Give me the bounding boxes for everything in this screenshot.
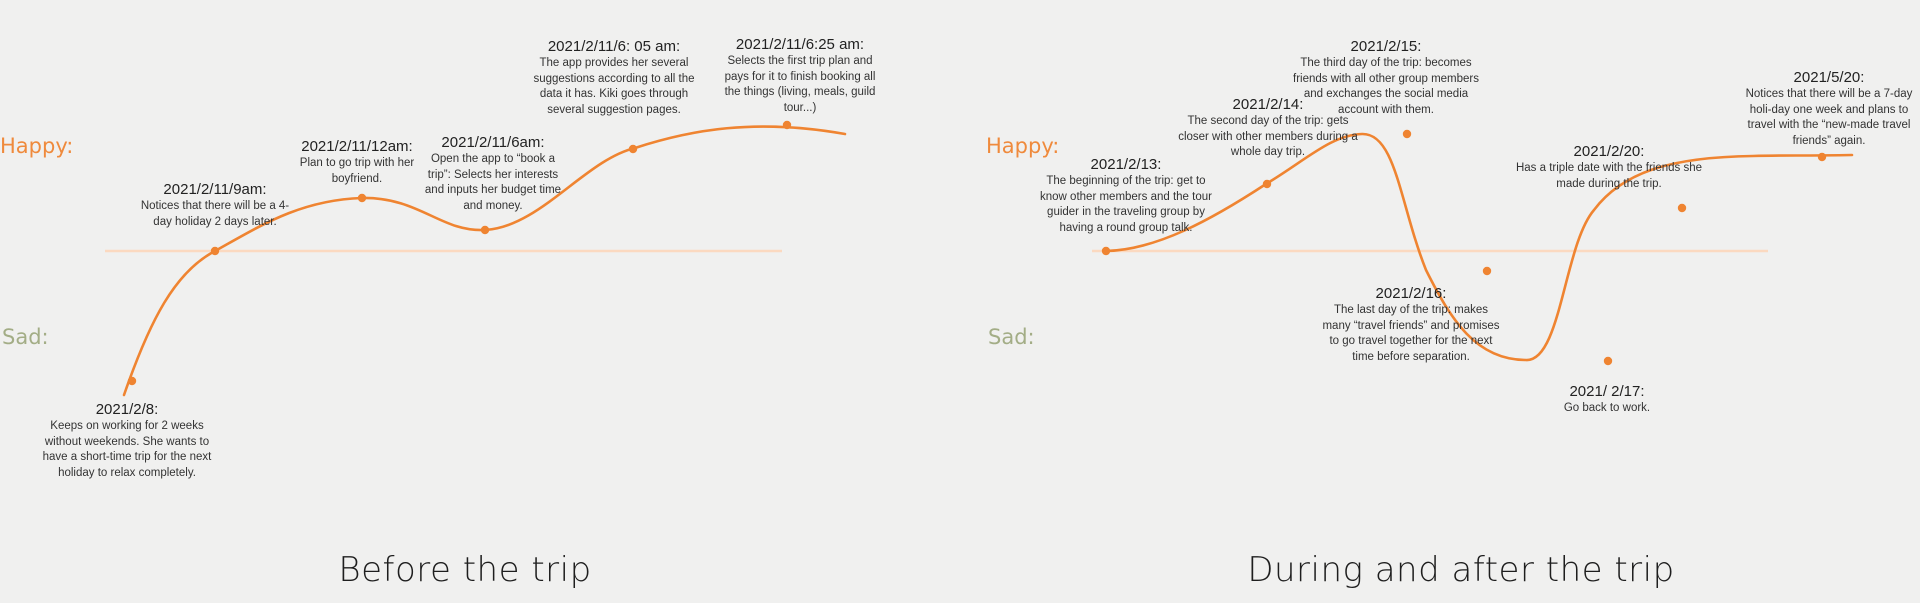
event-card: 2021/2/16: The last day of the trip: mak…	[1322, 285, 1500, 365]
event-date: 2021/2/11/9am:	[163, 181, 267, 198]
event-description: The second day of the trip: gets closer …	[1178, 115, 1358, 158]
event-description: Notices that there will be a 7-day holi-…	[1745, 88, 1913, 147]
event-card: 2021/2/11/6am: Open the app to “book a t…	[423, 134, 563, 214]
event-date: 2021/5/20:	[1793, 69, 1865, 86]
event-date: 2021/2/11/6:25 am:	[735, 36, 865, 53]
event-point	[357, 193, 367, 203]
event-description: Keeps on working for 2 weeks without wee…	[42, 420, 212, 479]
event-description: The beginning of the trip: get to know o…	[1040, 175, 1212, 234]
event-point	[1402, 129, 1412, 139]
event-card: 2021/2/20: Has a triple date with the fr…	[1514, 143, 1704, 192]
emotion-curve	[1104, 132, 1854, 362]
happy-label: Happy:	[0, 134, 74, 158]
event-date: 2021/2/8:	[95, 401, 159, 418]
event-point	[210, 246, 220, 256]
sad-label: Sad:	[2, 325, 49, 349]
journey-curve-during-after	[1092, 129, 1854, 366]
event-card: 2021/2/13: The beginning of the trip: ge…	[1033, 156, 1219, 236]
event-date: 2021/2/20:	[1573, 143, 1645, 160]
happy-label: Happy:	[986, 134, 1060, 158]
event-description: Open the app to “book a trip”: Selects h…	[424, 153, 562, 212]
event-date: 2021/ 2/17:	[1569, 383, 1645, 400]
sad-label: Sad:	[988, 325, 1035, 349]
panel-title: During and after the trip	[1247, 550, 1675, 590]
event-date: 2021/2/11/6am:	[441, 134, 545, 151]
emotion-curve	[122, 125, 847, 397]
event-description: Selects the first trip plan and pays for…	[724, 55, 876, 114]
event-description: The third day of the trip: becomes frien…	[1293, 57, 1479, 116]
journey-curve-before	[105, 120, 847, 397]
event-card: 2021/ 2/17: Go back to work.	[1537, 383, 1677, 417]
event-date: 2021/2/11/12am:	[301, 138, 413, 155]
event-point	[127, 376, 137, 386]
event-card: 2021/2/11/12am: Plan to go trip with her…	[291, 138, 423, 187]
event-card: 2021/5/20: Notices that there will be a …	[1739, 69, 1919, 149]
event-point	[1101, 246, 1111, 256]
event-point	[1603, 356, 1613, 366]
event-date: 2021/2/15:	[1350, 38, 1422, 55]
journey-panel-during-after: Happy: Sad: 2021/2/13: The beginning of …	[986, 0, 1920, 603]
event-point	[628, 144, 638, 154]
event-point	[480, 225, 490, 235]
event-card: 2021/2/11/6:25 am: Selects the first tri…	[716, 36, 884, 116]
event-card: 2021/2/11/6: 05 am: The app provides her…	[526, 38, 702, 118]
event-description: The app provides her several suggestions…	[533, 57, 695, 116]
event-description: Go back to work.	[1563, 402, 1651, 414]
journey-panel-before: Happy: Sad: 2021/2/8: Keeps on working f…	[0, 36, 884, 590]
event-card: 2021/2/8: Keeps on working for 2 weeks w…	[32, 401, 222, 481]
event-date: 2021/2/14:	[1232, 96, 1304, 113]
event-card: 2021/2/14: The second day of the trip: g…	[1178, 96, 1358, 161]
panel-title: Before the trip	[338, 550, 592, 590]
event-date: 2021/2/16:	[1375, 285, 1447, 302]
event-date: 2021/2/13:	[1090, 156, 1162, 173]
event-point	[1677, 203, 1687, 213]
event-description: Notices that there will be a 4-day holid…	[140, 200, 290, 228]
event-point	[782, 120, 792, 130]
event-description: Plan to go trip with her boyfriend.	[299, 157, 415, 185]
event-point	[1817, 152, 1827, 162]
event-card: 2021/2/15: The third day of the trip: be…	[1284, 38, 1488, 118]
event-point	[1262, 179, 1272, 189]
event-point	[1482, 266, 1492, 276]
event-description: The last day of the trip: makes many “tr…	[1322, 304, 1500, 363]
event-description: Has a triple date with the friends she m…	[1515, 162, 1703, 190]
event-card: 2021/2/11/9am: Notices that there will b…	[140, 181, 290, 230]
event-date: 2021/2/11/6: 05 am:	[547, 38, 681, 55]
